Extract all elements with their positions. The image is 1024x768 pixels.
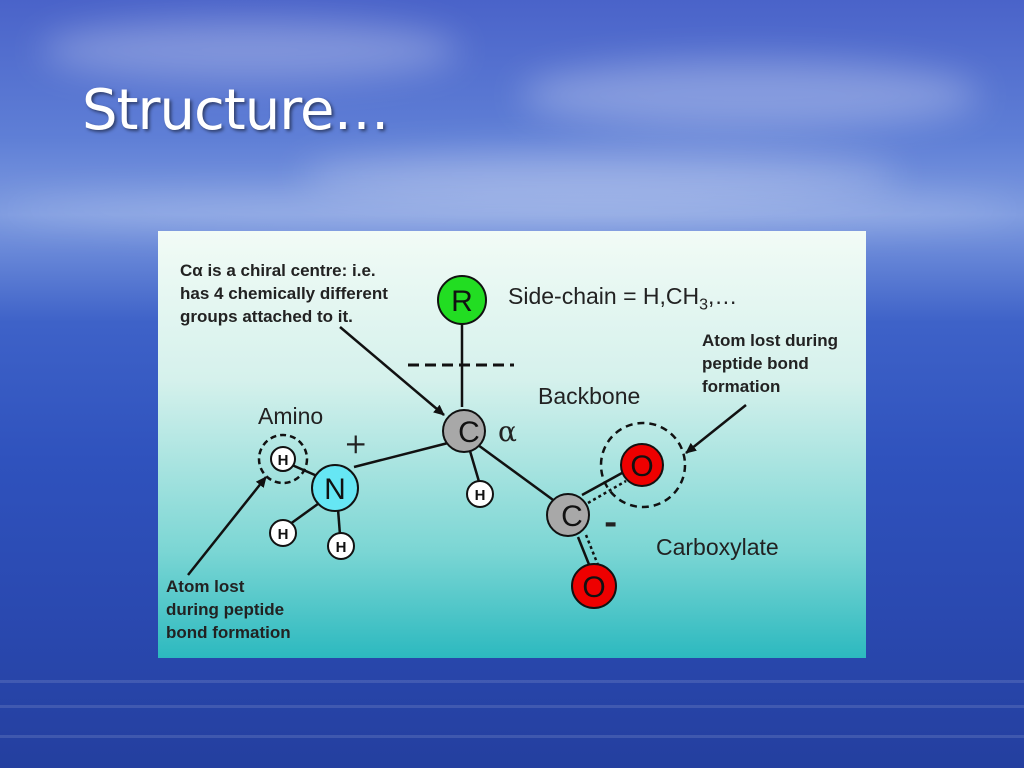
atom-lost-left-note: Atom lost during peptide bond formation [166, 577, 291, 642]
hydrogen-atom-bottom: H [327, 532, 355, 560]
carboxyl-carbon-atom: C [546, 493, 590, 537]
svg-text:C: C [458, 416, 480, 449]
lost-hydrogen-marker [257, 433, 309, 485]
nitrogen-atom: N [311, 464, 359, 512]
sky-cloud [300, 150, 900, 200]
hydrogen-atom-calpha: H [466, 480, 494, 508]
atom-lost-right-note: Atom lost during peptide bond formation [702, 331, 838, 396]
bond-calpha-h [468, 450, 482, 486]
hydrogen-atom-left: H [269, 519, 297, 547]
arrow-to-lost-oxygen [685, 404, 747, 454]
carboxylate-label: Carboxylate [656, 534, 779, 560]
bond-c-o-bottom-dashed [584, 534, 600, 566]
svg-text:H: H [278, 452, 289, 469]
svg-text:H: H [278, 526, 289, 543]
svg-text:R: R [451, 285, 473, 318]
hydrogen-atom-lost: H [270, 446, 296, 472]
bond-calpha-c [477, 443, 561, 507]
slide-title: Structure… [82, 78, 390, 143]
plus-charge: + [344, 427, 368, 460]
bond-c-o-top-dashed [587, 479, 627, 505]
sky-cloud [40, 20, 460, 80]
bond-c-o-top [581, 471, 623, 497]
oxygen-atom-bottom: O [571, 563, 617, 609]
minus-charge: - [604, 503, 618, 541]
arrow-chiral-to-calpha [339, 326, 445, 416]
bond-n-calpha [353, 441, 449, 469]
bond-c-o-bottom [576, 536, 592, 568]
svg-text:H: H [336, 539, 347, 556]
diagram-drawing: R C C N O O H H [187, 275, 747, 609]
arrow-to-lost-hydrogen [187, 476, 267, 576]
alpha-symbol: α [498, 415, 517, 448]
svg-text:O: O [630, 450, 653, 483]
chiral-centre-note: Cα is a chiral centre: i.e. has 4 chemic… [180, 261, 388, 326]
sky-cloud [0, 190, 1024, 230]
r-group-atom: R [437, 275, 487, 325]
sea-wave [0, 735, 1024, 738]
svg-text:H: H [475, 487, 486, 504]
sky-cloud [520, 60, 980, 130]
amino-label: Amino [258, 403, 324, 429]
c-alpha-atom: C [442, 409, 486, 453]
bond-n-h-bottom [336, 508, 342, 536]
lost-oxygen-marker [599, 421, 687, 509]
svg-text:O: O [582, 571, 605, 604]
amino-acid-diagram: R C C N O O H H [158, 231, 866, 658]
sea-wave [0, 680, 1024, 683]
svg-text:N: N [324, 473, 346, 506]
sea-wave [0, 705, 1024, 708]
side-chain-label: Side-chain = H,CH3,… [508, 283, 738, 314]
svg-text:C: C [561, 500, 583, 533]
oxygen-atom-top: O [620, 443, 664, 487]
backbone-label: Backbone [538, 383, 641, 409]
